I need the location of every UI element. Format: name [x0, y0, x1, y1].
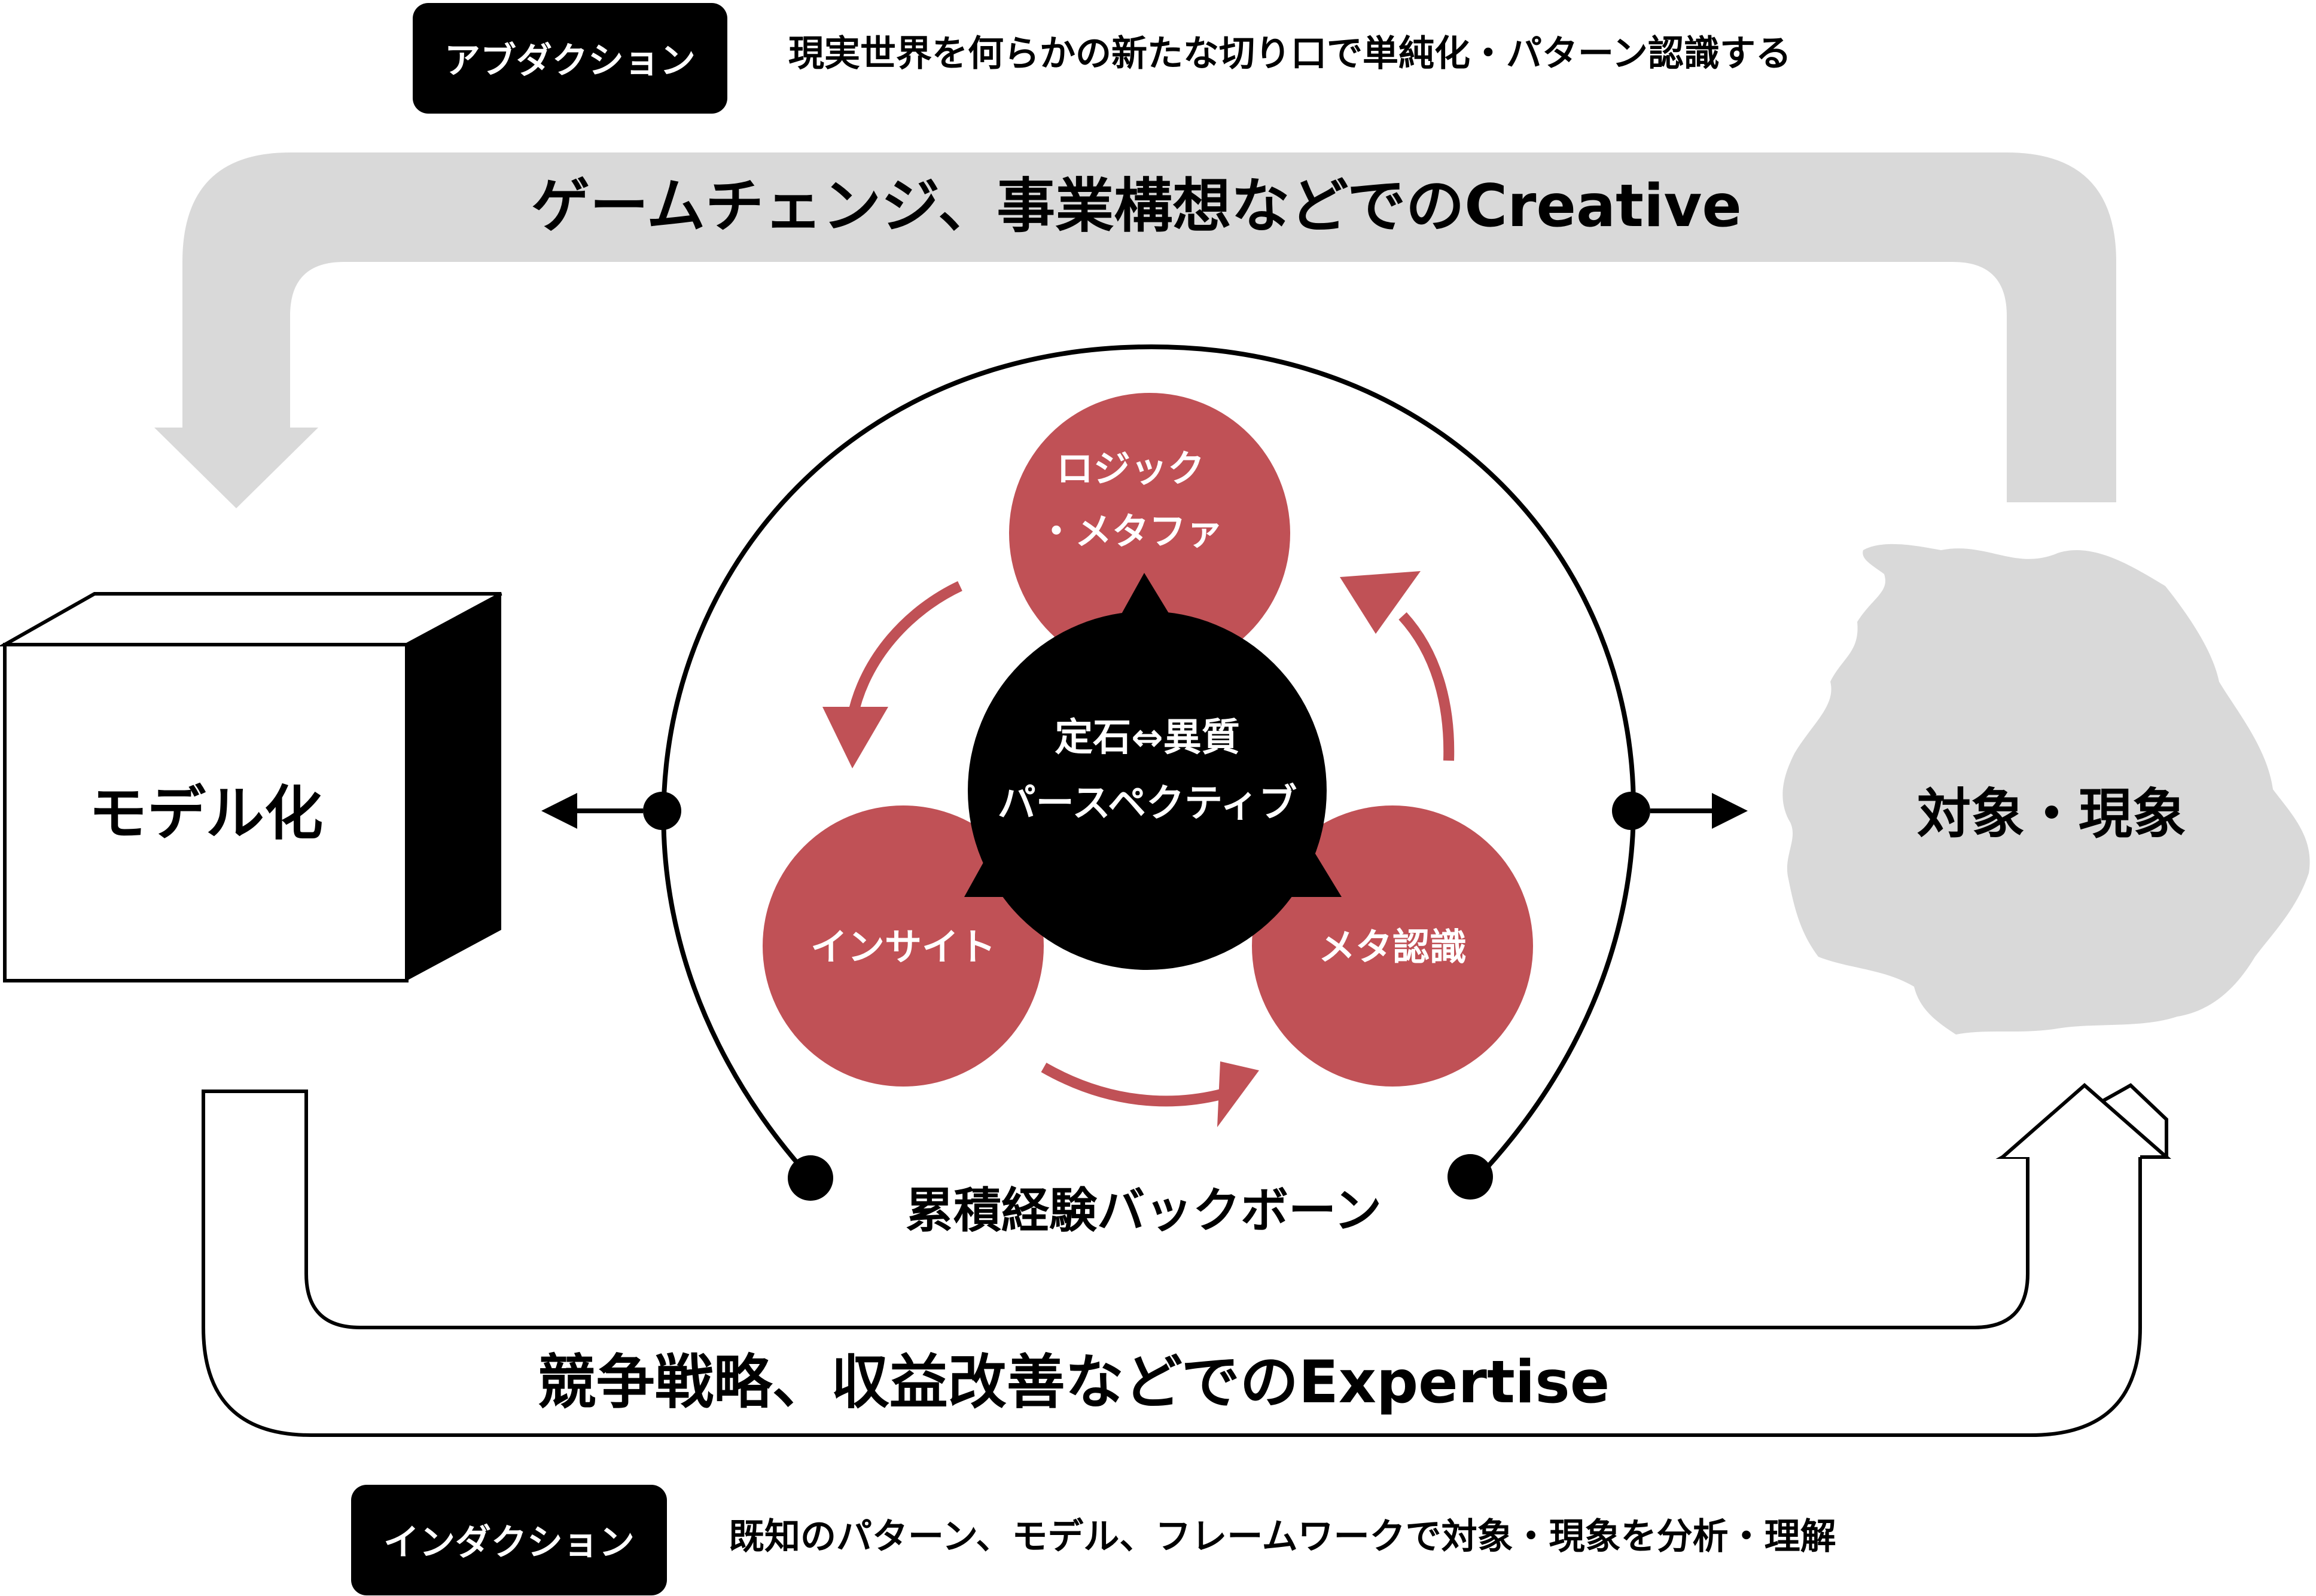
expertise-arrow-label: 競争戦略、収益改善などでのExpertise	[538, 1348, 1610, 1417]
left-connector-dot	[643, 792, 681, 830]
core-line1: 定石⇔異質	[1055, 716, 1240, 760]
model-box	[0, 592, 502, 982]
model-box-side	[407, 594, 501, 981]
cycle-arrowhead-bottom	[1217, 1061, 1259, 1127]
logic-metaphor-line2: ・メタファ	[1038, 509, 1223, 553]
model-box-front	[3, 643, 409, 982]
induction-badge-label: インダクション	[383, 1522, 635, 1564]
model-box-label: モデル化	[89, 780, 323, 848]
creative-arrow	[154, 152, 2116, 508]
abduction-badge-label: アブダクション	[444, 40, 696, 82]
induction-description: 既知のパターン、モデル、フレームワークで対象・現象を分析・理解	[729, 1516, 1836, 1558]
abduction-description: 現実世界を何らかの新たな切り口で単純化・パターン認識する	[788, 33, 1791, 75]
abduction-badge	[413, 3, 727, 114]
right-connector-arrowhead	[1712, 793, 1748, 829]
insight-label: インサイト	[810, 925, 996, 969]
logic-metaphor-line1: ロジック	[1056, 447, 1205, 490]
creative-arrow-label: ゲームチェンジ、事業構想などでのCreative	[531, 172, 1742, 240]
logic-metaphor-circle	[1009, 393, 1290, 674]
cycle-arrowhead-right	[1340, 571, 1421, 634]
induction-badge	[351, 1485, 667, 1595]
cycle-arrow-right	[1398, 612, 1455, 761]
meta-cognition-label: メタ認識	[1318, 925, 1467, 969]
expertise-arrow-outline	[202, 1083, 2168, 1437]
backbone-end-left	[788, 1155, 833, 1201]
core-circle	[968, 611, 1327, 970]
cycle-arrow-bottom	[1041, 1063, 1234, 1107]
core-line2: パースペクティブ	[998, 782, 1297, 826]
cycle-arrowhead-left	[822, 707, 888, 768]
cycle-arrows	[847, 581, 1455, 1107]
phenomenon-blob	[1782, 544, 2310, 1034]
right-connector-dot	[1612, 792, 1650, 830]
backbone-label: 累積経験バックボーン	[906, 1183, 1382, 1238]
left-connector-arrowhead	[541, 793, 577, 829]
expertise-arrowhead	[2001, 1083, 2171, 1159]
perspective-core	[964, 573, 1342, 970]
insight-circle	[763, 805, 1044, 1087]
phenomenon-label: 対象・現象	[1917, 783, 2186, 846]
backbone-end-right	[1448, 1154, 1493, 1200]
cycle-arrow-left	[847, 581, 962, 719]
